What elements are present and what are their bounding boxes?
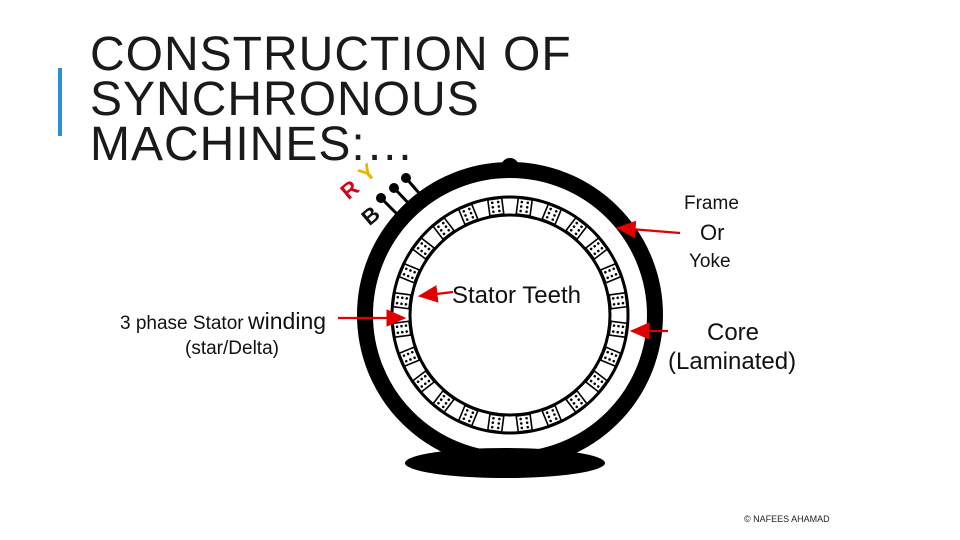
- stator-slot: [392, 320, 412, 339]
- stator-slot: [432, 389, 456, 414]
- terminal-b-dot: [376, 193, 386, 203]
- terminal-y-dot: [389, 183, 399, 193]
- stator-slot: [398, 262, 421, 284]
- stator-slot: [457, 203, 479, 226]
- stator-slot: [608, 320, 628, 339]
- winding-label-b: winding: [248, 308, 327, 334]
- winding-label-a: 3 phase Stator: [120, 313, 244, 334]
- page-title: CONSTRUCTION OF SYNCHRONOUS MACHINES:…: [90, 28, 572, 171]
- stator-slot: [515, 413, 534, 433]
- stator-slot: [411, 237, 436, 261]
- stator-slots: [392, 197, 628, 433]
- stator-slot: [398, 346, 421, 368]
- core-label: Core: [707, 319, 760, 346]
- title-line-1: CONSTRUCTION OF: [90, 28, 572, 81]
- stator-slot: [584, 369, 609, 393]
- stator-slot: [541, 404, 563, 427]
- stator-slot: [599, 262, 622, 284]
- stator-slot: [584, 237, 609, 261]
- or-label: Or: [700, 220, 725, 245]
- stator-slot: [515, 197, 534, 217]
- title-line-2: SYNCHRONOUS: [90, 73, 480, 126]
- stator-slot: [457, 404, 479, 427]
- title-line-3: MACHINES:…: [90, 118, 415, 171]
- stator-slot: [599, 346, 622, 368]
- terminal-r-dot: [401, 173, 411, 183]
- stator-slot: [608, 291, 628, 310]
- winding-type-label: (star/Delta): [185, 338, 279, 359]
- frame-yoke: [357, 162, 663, 468]
- winding-label: 3 phase Stator winding: [120, 308, 326, 335]
- stator-slot: [432, 216, 456, 241]
- frame-label: Frame: [684, 193, 739, 214]
- label-arrows: [338, 220, 681, 340]
- stator-slot: [541, 203, 563, 226]
- yoke-label: Yoke: [689, 251, 731, 272]
- stator-slot: [392, 291, 412, 310]
- lifting-ring: [501, 158, 519, 176]
- laminated-label: (Laminated): [668, 348, 797, 375]
- stator-slot: [411, 369, 436, 393]
- stator-core: [390, 195, 630, 435]
- footer-credit: © NAFEES AHAMAD: [744, 514, 830, 524]
- stator-slot: [486, 197, 505, 217]
- stator-teeth-label: Stator Teeth: [452, 282, 581, 309]
- teeth-arrow: [417, 285, 454, 303]
- stator-slot: [564, 216, 588, 241]
- stator-slot: [486, 413, 505, 433]
- accent-bar: [58, 68, 62, 136]
- stator-bore: [408, 213, 612, 417]
- frame-arrow: [615, 220, 681, 239]
- stator-slot: [564, 389, 588, 414]
- terminal-leads: [376, 173, 427, 220]
